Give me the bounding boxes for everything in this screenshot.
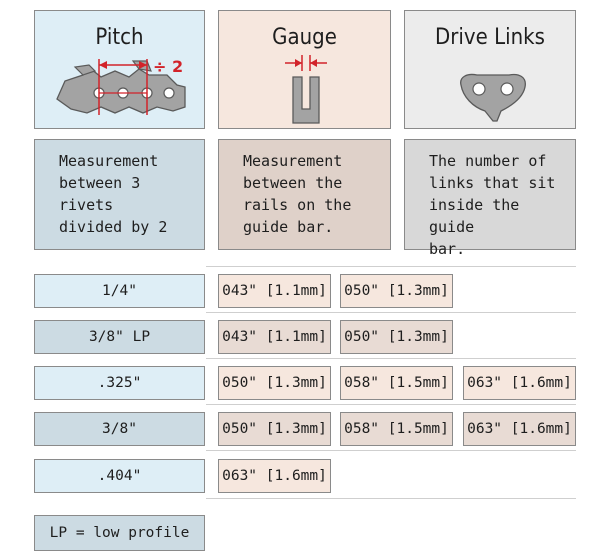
drive-link-icon [460,73,526,122]
divide-by-two-annotation: ÷ 2 [153,57,183,76]
gauge-cell: 063" [1.6mm] [463,366,576,400]
gauge-cell: 043" [1.1mm] [218,320,331,354]
drive-links-description: The number of links that sit inside the … [404,139,576,258]
gauge-cell: 043" [1.1mm] [218,274,331,308]
gauge-cell: 050" [1.3mm] [218,366,331,400]
row-divider [206,358,576,359]
footnote-legend: LP = low profile [34,515,205,551]
gauge-cell: 063" [1.6mm] [218,459,331,493]
pitch-description: Measurement between 3 rivets divided by … [34,139,205,250]
gauge-cell: 050" [1.3mm] [340,274,453,308]
drive-links-title: Drive Links [435,25,545,50]
gauge-rail-icon [285,55,327,124]
pitch-cell: 3/8" LP [34,320,205,354]
pitch-cell: 3/8" [34,412,205,446]
pitch-cell: 1/4" [34,274,205,308]
pitch-cell: .325" [34,366,205,400]
gauge-header: Gauge [218,10,391,129]
row-divider [206,312,576,313]
gauge-cell: 063" [1.6mm] [463,412,576,446]
row-divider [206,404,576,405]
pitch-title: Pitch [95,25,144,50]
gauge-description: Measurement between the rails on the gui… [218,139,391,250]
gauge-cell: 050" [1.3mm] [218,412,331,446]
pitch-cell: .404" [34,459,205,493]
pitch-header: Pitch ÷ 2 [34,10,205,129]
gauge-title: Gauge [272,25,337,50]
row-divider [206,450,576,451]
drive-links-header: Drive Links [404,10,576,129]
gauge-cell: 050" [1.3mm] [340,320,453,354]
row-divider [206,498,576,499]
chain-pitch-icon: ÷ 2 [56,57,186,115]
gauge-cell: 058" [1.5mm] [340,366,453,400]
gauge-cell: 058" [1.5mm] [340,412,453,446]
row-divider [206,266,576,267]
